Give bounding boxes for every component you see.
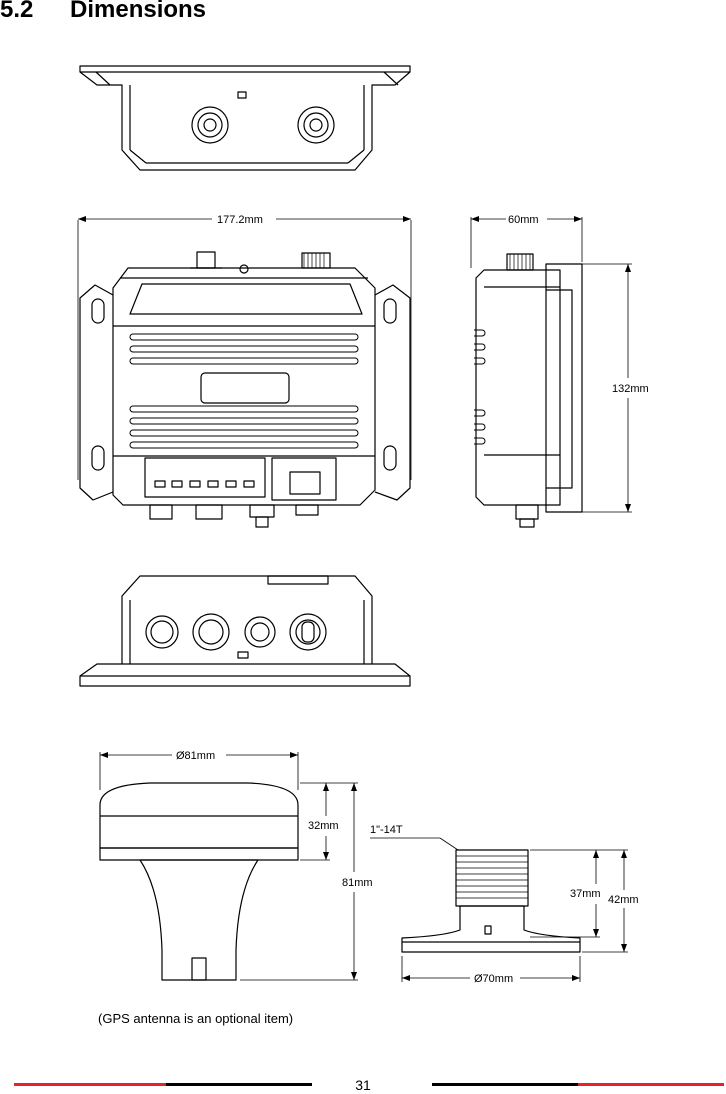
bottom-connector-3 [244, 616, 276, 648]
footer-rule [14, 1083, 724, 1086]
gps-antenna [99, 752, 358, 981]
dim-width-label: 177.2mm [217, 214, 263, 226]
top-view [79, 65, 411, 171]
dim-depth-label: 60mm [508, 214, 539, 226]
dim-mount-thread-label: 37mm [570, 888, 601, 900]
section-title: Dimensions [70, 0, 207, 23]
page-number: 31 [355, 1077, 371, 1093]
dim-antenna-diameter-label: Ø81mm [176, 750, 215, 762]
dim-thread-label: 1"-14T [370, 824, 403, 836]
bottom-connector-4 [289, 613, 327, 651]
footer-rule-right [432, 1083, 578, 1086]
bottom-view [79, 575, 411, 687]
antenna-caption: (GPS antenna is an optional item) [98, 1011, 294, 1026]
top-connector-left [191, 106, 229, 144]
section-heading: 5.2 Dimensions [0, 0, 206, 24]
bottom-connector-2 [192, 613, 230, 651]
antenna-mount [370, 837, 628, 982]
dim-dome-height-label: 32mm [308, 820, 339, 832]
top-connector-right [297, 106, 335, 144]
footer-rule-left [166, 1083, 312, 1086]
dim-height-label: 132mm [612, 383, 649, 395]
section-number: 5.2 [0, 0, 34, 23]
bottom-connector-1 [145, 615, 179, 649]
footer-rule-right-accent [578, 1083, 724, 1086]
side-view [470, 216, 632, 528]
footer-rule-left-accent [14, 1083, 166, 1086]
dim-antenna-height-label: 81mm [342, 877, 373, 889]
dim-mount-diameter-label: Ø70mm [474, 973, 513, 985]
front-view [77, 216, 412, 528]
dim-mount-height-label: 42mm [608, 894, 639, 906]
